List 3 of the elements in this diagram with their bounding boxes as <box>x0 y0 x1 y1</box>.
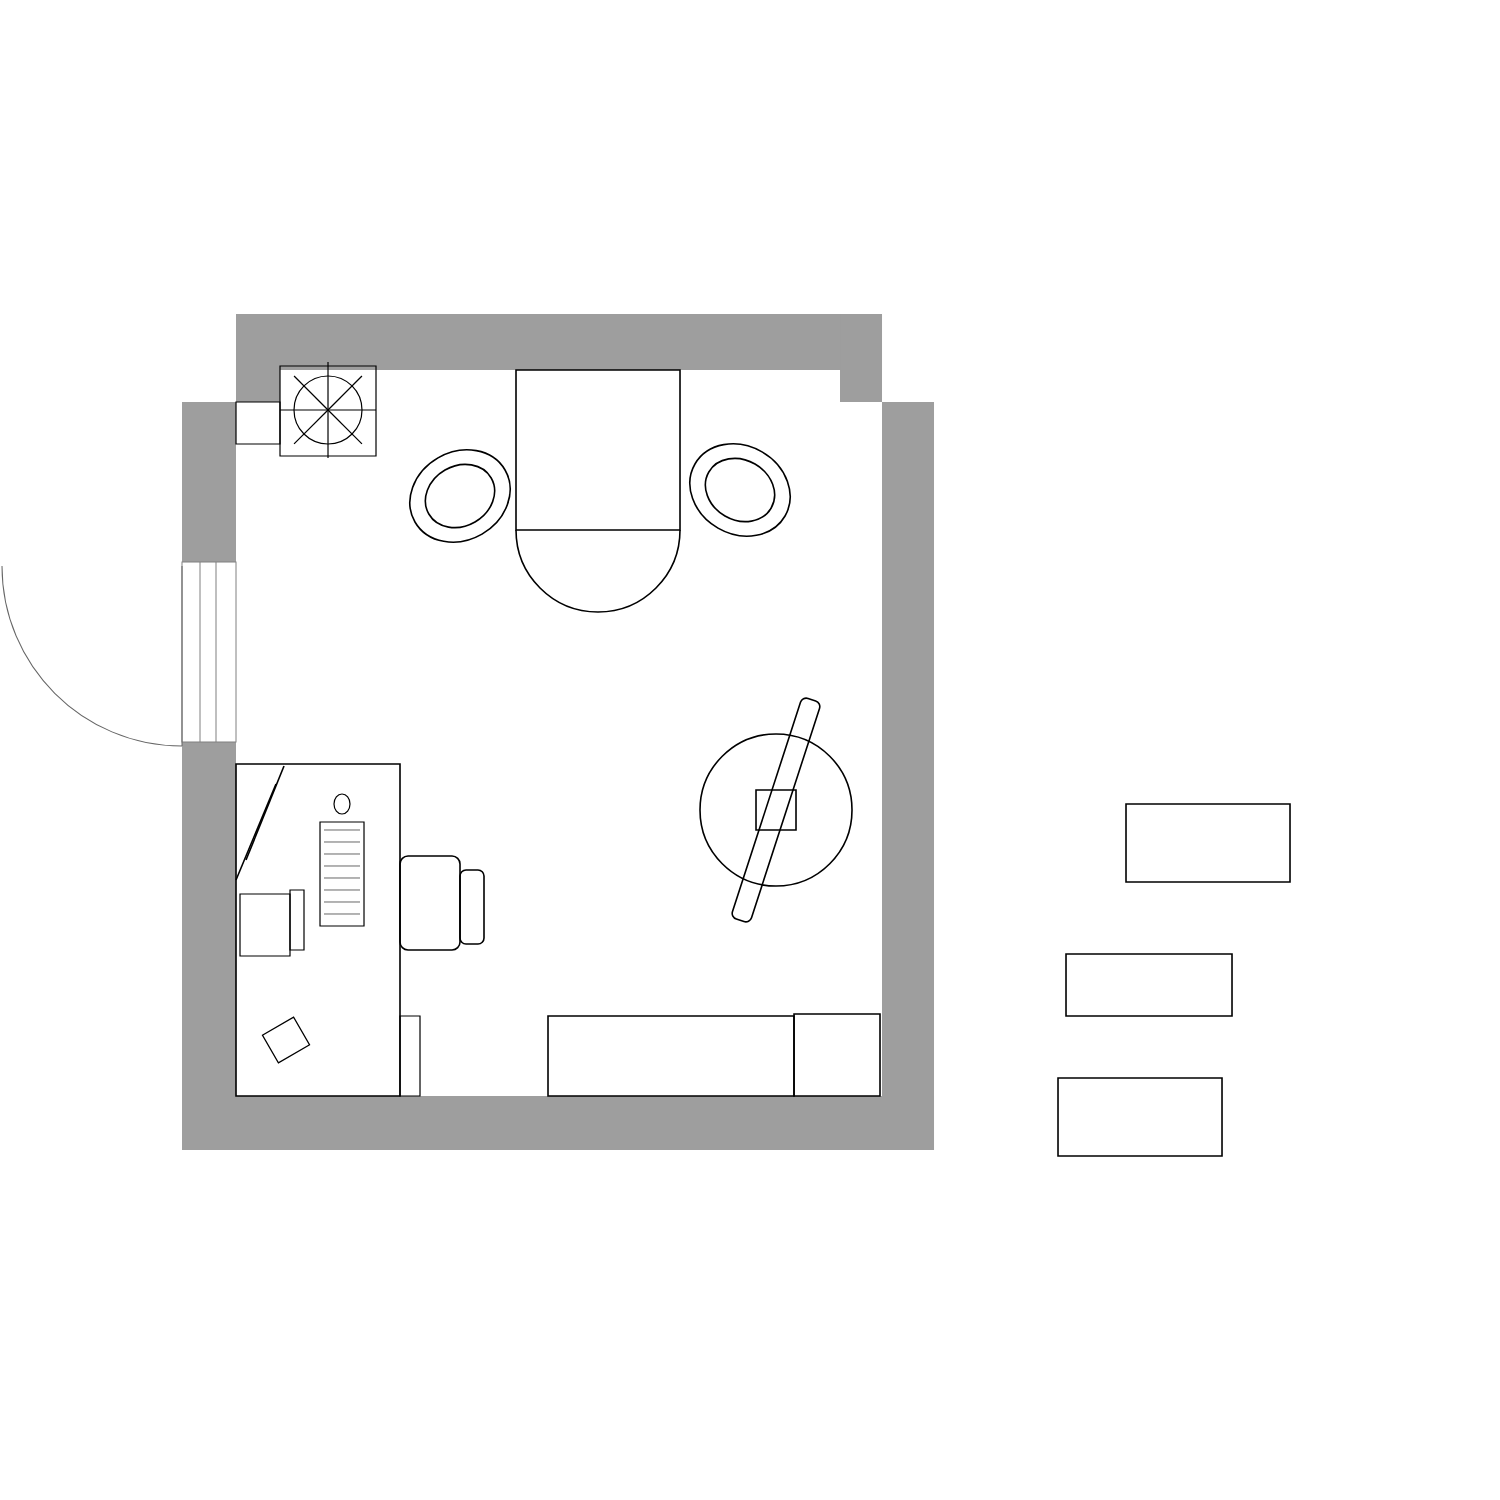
box <box>1057 1077 1223 1157</box>
box <box>1065 953 1233 1017</box>
box <box>1125 803 1291 883</box>
